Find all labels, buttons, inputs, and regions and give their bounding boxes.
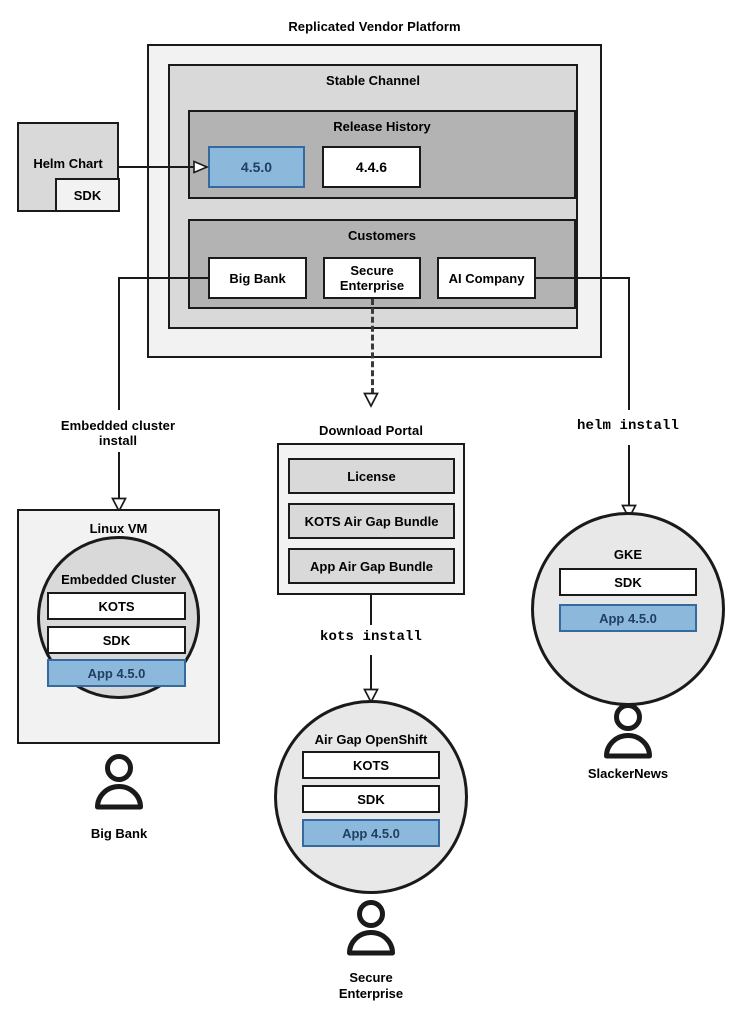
connector-portal-to-kots-install bbox=[370, 595, 372, 625]
flow-label-line2: install bbox=[98, 433, 138, 448]
linux-vm-component-app[interactable]: App 4.5.0 bbox=[47, 659, 186, 687]
customer-box-big-bank[interactable]: Big Bank bbox=[208, 257, 307, 299]
customer-label-line1: Secure bbox=[350, 263, 394, 278]
release-box-4-4-6[interactable]: 4.4.6 bbox=[322, 146, 421, 188]
connector-secure-enterprise-dashed bbox=[371, 299, 374, 394]
customer-label-secure-enterprise: Secure Enterprise bbox=[291, 970, 451, 1002]
arrow-down-icon-gke bbox=[621, 504, 637, 520]
linux-vm-title: Linux VM bbox=[89, 521, 148, 536]
helm-chart-sdk-box[interactable]: SDK bbox=[55, 178, 120, 212]
air-gap-openshift-title: Air Gap OpenShift bbox=[314, 732, 428, 747]
download-portal-title: Download Portal bbox=[318, 423, 424, 438]
arrow-down-icon-linux-vm bbox=[111, 497, 127, 513]
openshift-component-kots[interactable]: KOTS bbox=[302, 751, 440, 779]
download-portal-artifact-kots-air-gap-bundle[interactable]: KOTS Air Gap Bundle bbox=[288, 503, 455, 539]
release-history-title: Release History bbox=[333, 119, 431, 134]
connector-bigbank-horizontal bbox=[118, 277, 210, 279]
gke-component-app[interactable]: App 4.5.0 bbox=[559, 604, 697, 632]
connector-helm-install-vertical bbox=[628, 445, 630, 507]
gke-title: GKE bbox=[613, 547, 643, 562]
release-box-4-5-0[interactable]: 4.5.0 bbox=[208, 146, 305, 188]
flow-label-helm-install: helm install bbox=[576, 418, 680, 434]
stable-channel-title: Stable Channel bbox=[326, 73, 420, 88]
customer-box-ai-company[interactable]: AI Company bbox=[437, 257, 536, 299]
openshift-component-sdk[interactable]: SDK bbox=[302, 785, 440, 813]
customer-label-line2: Enterprise bbox=[338, 986, 404, 1001]
connector-embedded-install-vertical bbox=[118, 452, 120, 500]
flow-label-kots-install: kots install bbox=[319, 629, 423, 645]
person-icon-slackernews bbox=[602, 703, 654, 759]
connector-kots-install-to-openshift bbox=[370, 655, 372, 691]
embedded-cluster-title: Embedded Cluster bbox=[61, 572, 176, 587]
linux-vm-component-sdk[interactable]: SDK bbox=[47, 626, 186, 654]
gke-component-sdk[interactable]: SDK bbox=[559, 568, 697, 596]
page-title: Replicated Vendor Platform bbox=[288, 19, 461, 34]
arrow-right-icon bbox=[192, 160, 210, 174]
flow-label-embedded-cluster-install: Embedded cluster install bbox=[38, 418, 198, 448]
connector-helm-to-release bbox=[119, 166, 202, 168]
download-portal-artifact-app-air-gap-bundle[interactable]: App Air Gap Bundle bbox=[288, 548, 455, 584]
openshift-component-app[interactable]: App 4.5.0 bbox=[302, 819, 440, 847]
flow-label-line1: Embedded cluster bbox=[60, 418, 176, 433]
arrow-down-icon-download-portal bbox=[363, 392, 379, 408]
person-icon-big-bank bbox=[93, 754, 145, 810]
connector-aicompany-horizontal bbox=[534, 277, 630, 279]
download-portal-artifact-license[interactable]: License bbox=[288, 458, 455, 494]
connector-bigbank-vertical bbox=[118, 277, 120, 410]
customer-label-big-bank: Big Bank bbox=[90, 826, 148, 841]
customer-label-line1: Secure bbox=[349, 970, 393, 985]
linux-vm-component-kots[interactable]: KOTS bbox=[47, 592, 186, 620]
person-icon-secure-enterprise bbox=[345, 900, 397, 956]
customer-label-slackernews: SlackerNews bbox=[587, 766, 669, 781]
connector-aicompany-vertical bbox=[628, 277, 630, 410]
customer-box-secure-enterprise[interactable]: Secure Enterprise bbox=[323, 257, 421, 299]
customer-label-line2: Enterprise bbox=[339, 278, 405, 293]
customers-title: Customers bbox=[348, 228, 416, 243]
arrow-down-icon-openshift bbox=[363, 688, 379, 704]
